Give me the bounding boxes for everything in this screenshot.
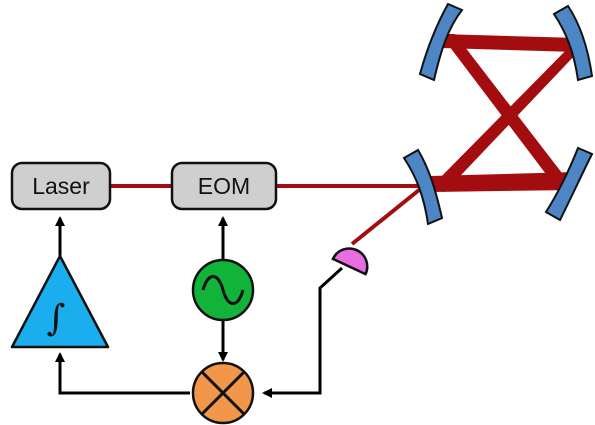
- integrator: ∫: [10, 254, 110, 349]
- integral-icon: ∫: [47, 298, 66, 339]
- sine-wave-icon: [201, 275, 245, 305]
- signal-wires: [55, 216, 344, 398]
- mirror-top-left: [418, 2, 464, 82]
- mixer: [191, 361, 255, 425]
- laser-box: Laser: [10, 161, 112, 211]
- laser-label: Laser: [32, 173, 90, 199]
- beam-reflection-to-detector: [350, 184, 426, 246]
- cavity-beam: [430, 34, 578, 192]
- wire-detector-to-mixer: [262, 266, 344, 398]
- photodetector: [331, 247, 369, 276]
- eom-label: EOM: [198, 173, 250, 199]
- mirror-bottom-right: [544, 146, 594, 222]
- wire-mixer-to-integrator: [55, 352, 190, 395]
- mirror-top-right: [552, 4, 594, 82]
- mirror-bottom-left: [402, 148, 444, 226]
- oscillator: [191, 258, 255, 322]
- cross-multiplier-icon: [200, 370, 246, 416]
- eom-box: EOM: [170, 161, 278, 211]
